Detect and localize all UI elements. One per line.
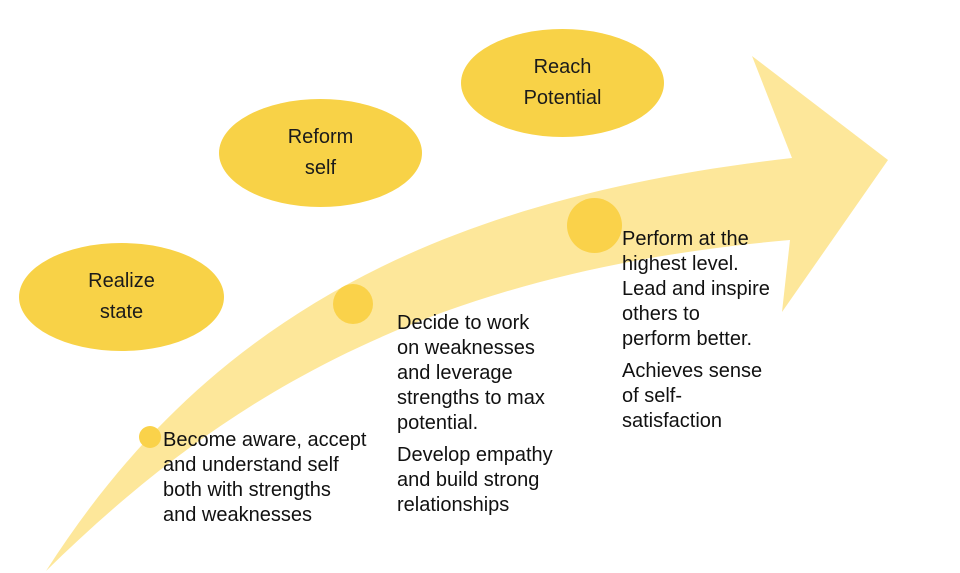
stage-description-realize-state: Become aware, accept and understand self…	[163, 428, 393, 528]
marker-dot-reform-self	[333, 284, 373, 324]
marker-dot-reach-potential	[567, 198, 622, 253]
stage-label-realize-state: Realize state	[88, 270, 155, 323]
description-paragraph: Develop empathy and build strong relatio…	[397, 444, 553, 516]
description-paragraph: Become aware, accept and understand self…	[163, 429, 367, 526]
stage-ellipse-realize-state: Realize state	[19, 243, 224, 351]
description-paragraph: Achieves sense of self- satisfaction	[622, 360, 763, 432]
description-paragraph: Perform at the highest level. Lead and i…	[622, 228, 770, 350]
stage-label-reach-potential: Reach Potential	[523, 56, 602, 109]
stage-label-reform-self: Reform self	[287, 126, 354, 179]
marker-dot-realize-state	[139, 426, 161, 448]
stage-description-reach-potential: Perform at the highest level. Lead and i…	[622, 227, 822, 434]
stage-ellipse-reach-potential: Reach Potential	[461, 29, 664, 137]
growth-arrow-shape	[46, 56, 888, 571]
description-paragraph: Decide to work on weaknesses and leverag…	[397, 312, 545, 434]
stage-description-reform-self: Decide to work on weaknesses and leverag…	[397, 311, 597, 518]
stage-ellipse-reform-self: Reform self	[219, 99, 422, 207]
